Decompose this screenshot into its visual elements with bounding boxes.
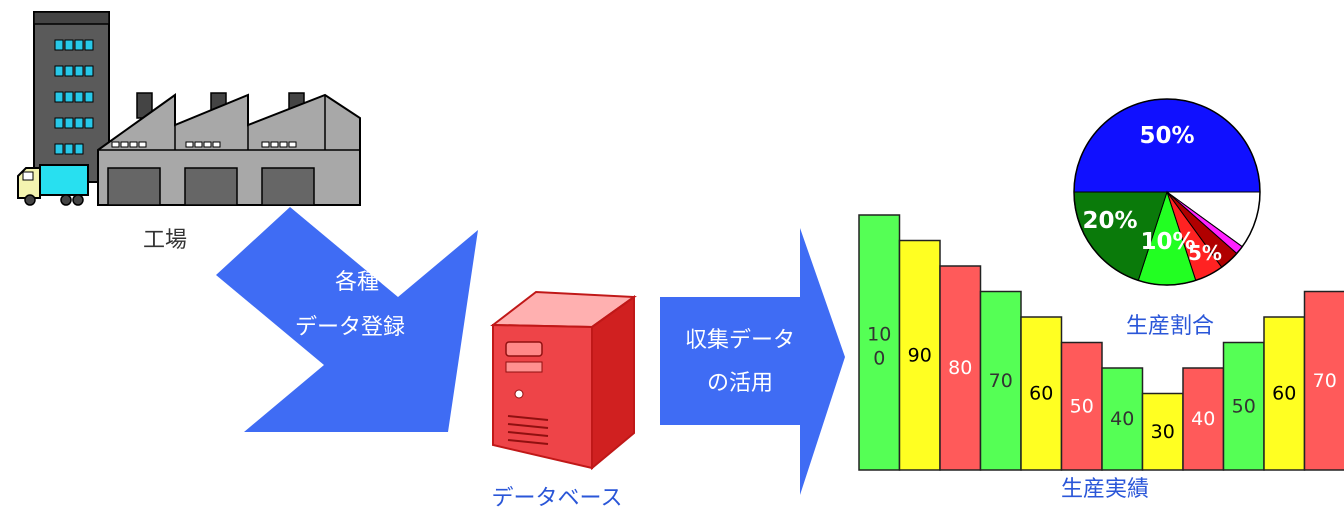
bar-label-6: 40 xyxy=(1110,408,1134,430)
bar-11 xyxy=(1303,290,1344,471)
pie-chart-title: 生産割合 xyxy=(1126,314,1214,339)
arrow1-line2: データ登録 xyxy=(295,315,405,340)
pie-label-5: 10% xyxy=(1140,229,1195,255)
pie-label-0: 50% xyxy=(1139,123,1194,149)
bar-label-3: 70 xyxy=(989,370,1013,392)
bar-label-10: 60 xyxy=(1272,383,1296,405)
bar-label-0: 0 xyxy=(873,348,885,370)
bar-chart-title: 生産実績 xyxy=(1061,477,1149,502)
pie-outline xyxy=(1073,98,1261,286)
bar-0 xyxy=(858,214,901,471)
server-icon xyxy=(490,290,637,471)
bar-label-0: 10 xyxy=(867,324,891,346)
production-bar-chart: 100 90 80 70 60 50 40 30 40 50 60 70 xyxy=(858,214,1344,471)
arrow2-line2: の活用 xyxy=(707,371,773,396)
pie-label-6: 20% xyxy=(1082,208,1137,234)
production-pie-chart: 50% 5%10%20% xyxy=(1073,98,1261,286)
factory-icon xyxy=(17,11,361,206)
arrow1-line1: 各種 xyxy=(335,270,379,295)
bar-label-5: 50 xyxy=(1070,395,1094,417)
bar-9 xyxy=(1222,341,1265,471)
database-label: データベース xyxy=(492,486,623,511)
bar-label-8: 40 xyxy=(1191,408,1215,430)
arrow-data-utilization xyxy=(660,228,845,495)
bar-label-2: 80 xyxy=(948,357,972,379)
bar-4 xyxy=(1020,316,1063,471)
pie-label-3: 5% xyxy=(1188,241,1222,265)
bar-7 xyxy=(1141,392,1184,471)
bar-label-7: 30 xyxy=(1151,421,1175,443)
arrow2-line1: 収集データ xyxy=(685,328,795,353)
bar-label-9: 50 xyxy=(1232,395,1256,417)
bar-label-4: 60 xyxy=(1029,383,1053,405)
arrow-data-registration xyxy=(216,207,478,432)
bar-label-1: 90 xyxy=(908,344,932,366)
bar-5 xyxy=(1060,341,1103,471)
bar-label-11: 70 xyxy=(1313,370,1337,392)
factory-label: 工場 xyxy=(143,228,187,253)
